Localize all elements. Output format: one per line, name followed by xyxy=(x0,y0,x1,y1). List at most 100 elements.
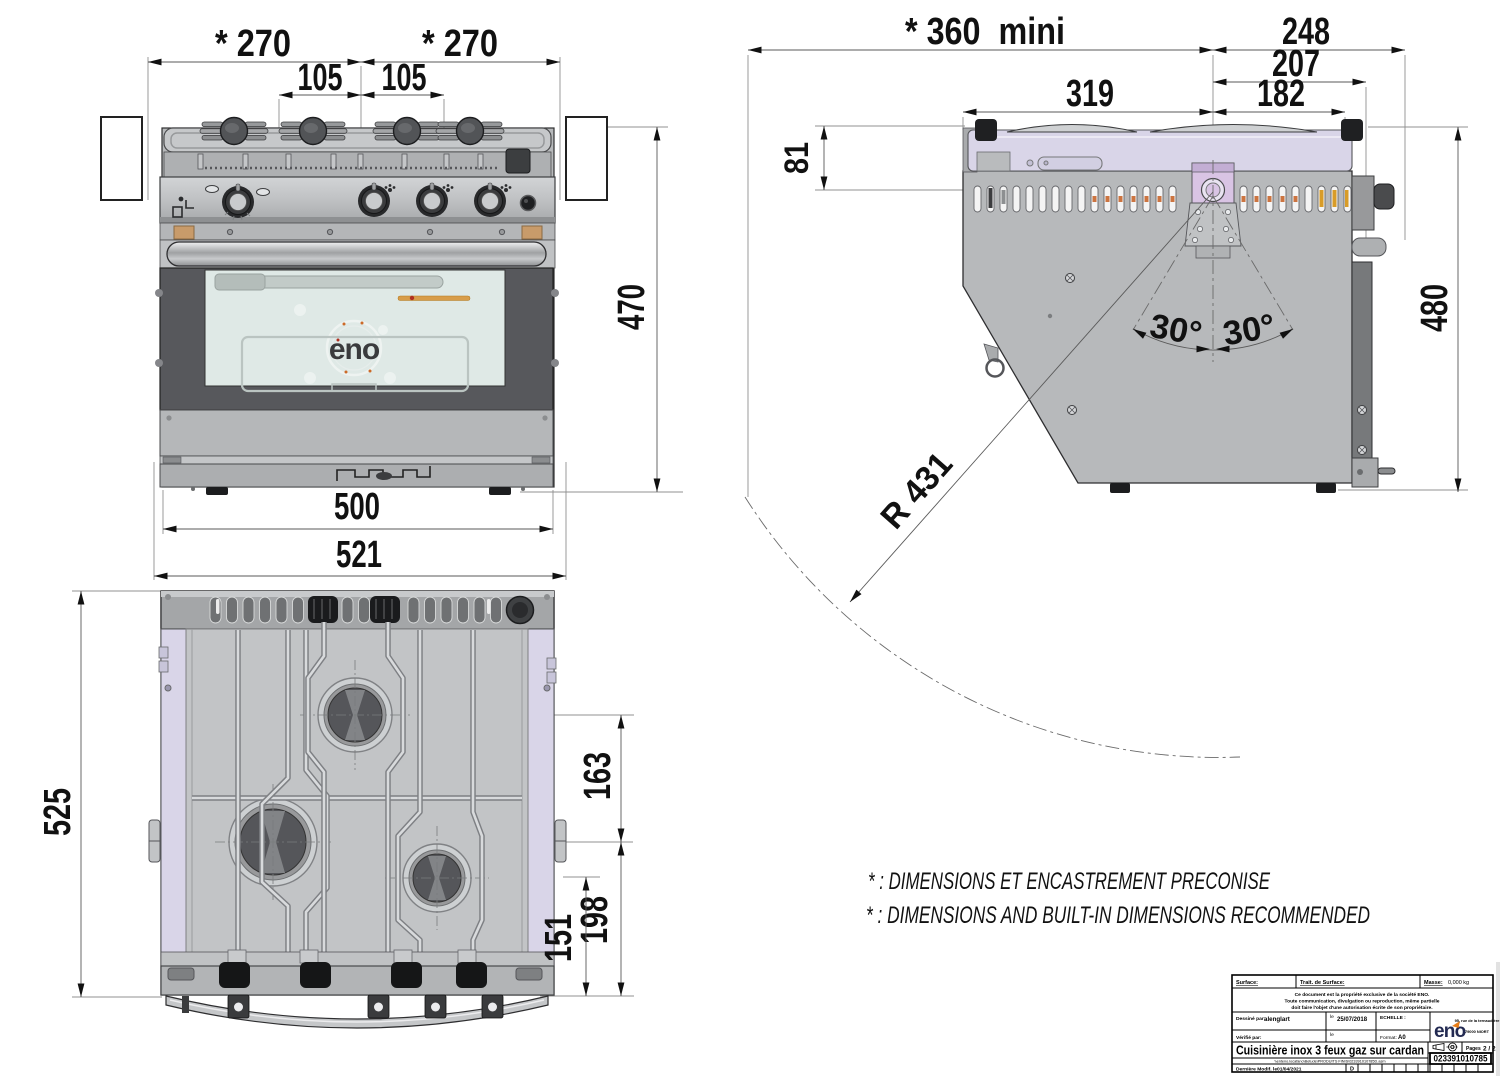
oven-door[interactable]: eno xyxy=(155,267,559,411)
dim-depth: 525 xyxy=(37,788,79,836)
base-divider xyxy=(159,455,554,465)
surface-label: Surface: xyxy=(1236,980,1258,986)
side-rail-left xyxy=(160,628,187,996)
burner-axes xyxy=(215,660,489,930)
dim-480: 480 xyxy=(1414,284,1456,332)
part-number: 023391010785 xyxy=(1434,1054,1489,1065)
door-lower-band xyxy=(159,409,554,457)
burner-right-small xyxy=(402,843,472,913)
base-band xyxy=(159,463,554,488)
top-feet xyxy=(219,962,487,988)
dim-height: 470 xyxy=(611,284,653,330)
pages-value: 2 / 2 xyxy=(1483,1046,1496,1053)
rail-knob-left xyxy=(308,596,338,623)
oven-door-handle[interactable] xyxy=(159,239,556,269)
part-number-box xyxy=(1429,1052,1492,1065)
modif-label: Dernière Modif. le xyxy=(1236,1067,1277,1073)
pan-support-side-right xyxy=(1149,124,1318,133)
drain-pin xyxy=(1377,467,1396,475)
dim-81: 81 xyxy=(778,142,816,174)
mass-value: 0,000 kg xyxy=(1448,980,1469,986)
checked-date-label: le xyxy=(1330,1032,1334,1038)
grab-handle[interactable] xyxy=(165,994,549,1029)
side-body-details xyxy=(983,273,1077,415)
dim-248: 248 xyxy=(1282,11,1330,53)
front-feet xyxy=(206,487,511,495)
control-panel xyxy=(159,176,556,224)
hanging-ring xyxy=(985,358,1005,378)
door-edge-bar xyxy=(1351,261,1373,459)
mass-label: Masse: xyxy=(1424,980,1443,986)
legal-line3: doit faire l'objet d'une autorisation éc… xyxy=(1291,1005,1433,1011)
side-view-extension-lines xyxy=(747,55,1468,497)
legal-line2: Toute communication, divulgation ou repr… xyxy=(1284,999,1439,1005)
surface-treatment-label: Trait. de Surface: xyxy=(1300,980,1345,986)
dim-151: 151 xyxy=(538,914,580,962)
logo-accent xyxy=(1452,1021,1460,1028)
oven-knob[interactable] xyxy=(221,183,255,221)
skewer-rod xyxy=(397,295,471,301)
vent-slots xyxy=(973,185,1352,213)
hob-tray xyxy=(163,148,552,178)
drawn-by-label: Dessiné par: xyxy=(1236,1016,1266,1022)
side-right-fittings xyxy=(1351,175,1396,488)
top-view-dimensions: 525 163 198 151 xyxy=(37,591,625,997)
dim-swing-radius: R 431 xyxy=(873,445,960,536)
dim-width-body: 500 xyxy=(334,486,380,528)
top-stove-body xyxy=(148,590,567,1029)
door-hinge-pins xyxy=(155,289,559,367)
format-value: A0 xyxy=(1398,1035,1406,1041)
dim-width-overall: 521 xyxy=(336,534,382,576)
title-block: Surface: Trait. de Surface: Masse: 0,000… xyxy=(1231,962,1500,1076)
dim-207: 207 xyxy=(1272,43,1320,85)
ignition-button[interactable] xyxy=(519,194,537,212)
countertop-cutout-right xyxy=(565,116,608,201)
revision: D xyxy=(1350,1067,1354,1073)
drawing-title: Cuisinière inox 3 feux gaz sur cardan xyxy=(1236,1044,1424,1058)
dim-center-left: 105 xyxy=(298,57,343,99)
dim-min-clearance: * 360 mini xyxy=(905,11,1065,53)
dim-cutout-right: * 270 xyxy=(422,23,498,65)
angle-dimension: 30° 30° xyxy=(1131,307,1295,353)
drawn-by: alenglart xyxy=(1264,1016,1290,1023)
indicator-lamp xyxy=(205,185,219,193)
side-feet xyxy=(1110,483,1336,493)
format-label: Format: xyxy=(1380,1035,1397,1041)
pan-support-corner-right xyxy=(1341,119,1363,141)
side-view-dimensions: * 360 mini 248 207 319 182 81 480 xyxy=(748,11,1462,492)
side-latch-detail xyxy=(1037,156,1103,171)
legal-line1: Ce document est la propriété exclusive d… xyxy=(1295,992,1430,998)
dim-182: 182 xyxy=(1257,73,1305,115)
dim-198: 198 xyxy=(574,896,616,944)
rail-knob-right xyxy=(370,596,400,623)
dim-319: 319 xyxy=(1066,73,1114,115)
pan-support-side-left xyxy=(1006,124,1138,133)
file-path: \\enteno.locafano\Betude\PRODUITS FINIS\… xyxy=(1274,1060,1385,1064)
regulator-block xyxy=(505,148,531,174)
dim-163: 163 xyxy=(577,752,619,800)
dim-center-right: 105 xyxy=(382,57,427,99)
front-view-dimensions: * 270 * 270 105 105 470 500 521 xyxy=(148,23,661,580)
top-view: 525 163 198 151 xyxy=(37,590,634,1029)
oven-logo: eno xyxy=(325,319,383,377)
oven-logo-text: eno xyxy=(329,333,380,366)
company-logo: eno xyxy=(1434,1021,1466,1042)
drawn-date-label: le xyxy=(1330,1014,1334,1020)
indicator-lamp xyxy=(256,188,270,196)
front-view: eno xyxy=(100,23,683,580)
dim-cutout-left: * 270 xyxy=(215,23,291,65)
projection-symbol-icon xyxy=(1432,1042,1459,1052)
oven-icon xyxy=(172,196,194,218)
checked-label: Vérifié par: xyxy=(1236,1035,1262,1041)
notes: * : DIMENSIONS ET ENCASTREMENT PRECONISE… xyxy=(866,868,1370,929)
dim-angle-right: 30° xyxy=(1220,307,1278,353)
modif-date: 01/04/2021 xyxy=(1277,1067,1302,1073)
address-line1: 95, rue de la ternaudière xyxy=(1455,1018,1500,1023)
cooktop-side-profile xyxy=(967,129,1353,172)
gas-valve-knob xyxy=(1373,183,1395,210)
address-line2: 79000 NIORT xyxy=(1465,1029,1490,1034)
countertop-cutout-left xyxy=(100,116,143,201)
note-french: * : DIMENSIONS ET ENCASTREMENT PRECONISE xyxy=(868,868,1271,895)
gas-inlet xyxy=(1351,237,1387,257)
